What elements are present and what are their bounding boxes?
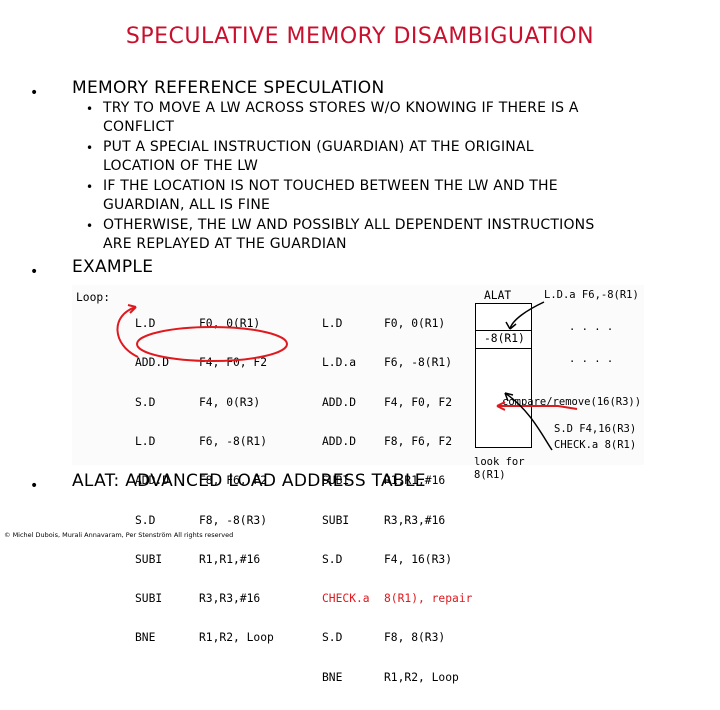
bullet-marker: •: [30, 478, 39, 494]
code-op: ADD.D: [322, 435, 357, 449]
alat-table: [475, 303, 532, 448]
bullet-marker: •: [86, 180, 94, 194]
check-arrow: [504, 392, 553, 451]
code-arg: R1,R1,#16: [384, 474, 446, 488]
compare-arrow-head: [496, 401, 506, 411]
code-arg: F0, 0(R1): [384, 317, 446, 331]
alat-entry: -8(R1): [484, 332, 525, 345]
code-arg: R1,R2, Loop: [199, 631, 274, 645]
alat-entry-slot: [476, 330, 531, 349]
code-op: BNE: [135, 631, 156, 645]
bullet-marker: •: [30, 85, 39, 101]
insert-arrow: [509, 301, 545, 330]
bullet-example: EXAMPLE: [72, 257, 154, 277]
code-arg: F4, 0(R3): [199, 395, 261, 409]
annotation-overlay: [116, 301, 578, 451]
bullet-marker: •: [86, 102, 94, 116]
code-arg: F8, F6, F2: [384, 435, 453, 449]
code-arg: F6, -8(R1): [384, 356, 453, 370]
insert-arrow-head: [505, 321, 517, 330]
sub-bullet-2: PUT A SPECIAL INSTRUCTION (GUARDIAN) AT …: [103, 139, 534, 174]
code-arg: F4, F0, F2: [384, 395, 453, 409]
check-annotation: CHECK.a 8(R1): [554, 439, 637, 451]
move-arrow-head: [127, 304, 137, 314]
copyright-footer: © Michel Dubois, Murali Annavaram, Per S…: [4, 531, 234, 539]
code-op: S.D: [135, 513, 156, 527]
bullet-alat: ALAT: ADVANCED LOAD ADDRESS TABLE: [72, 471, 426, 491]
code-op: L.D: [135, 435, 156, 449]
code-arg: F8, -8(R3): [199, 513, 268, 527]
bullet-marker: •: [86, 141, 94, 155]
code-arg: F4, 16(R3): [384, 552, 453, 566]
sd-annotation: S.D F4,16(R3): [554, 423, 637, 435]
bullet-memory-reference: MEMORY REFERENCE SPECULATION: [72, 78, 385, 98]
sub-bullet-1: TRY TO MOVE A LW ACROSS STORES W/O KNOWI…: [103, 100, 579, 135]
code-op: SUBI: [135, 592, 163, 606]
code-op: S.D: [322, 631, 343, 645]
lda-annotation: L.D.a F6,-8(R1): [544, 289, 639, 301]
move-arrow: [116, 306, 139, 358]
code-op: SUBI: [135, 552, 163, 566]
code-op: S.D: [322, 552, 343, 566]
code-arg: F8, F6, F2: [199, 474, 268, 488]
highlight-ellipse: [136, 326, 288, 362]
sub-bullet-4: OTHERWISE, THE LW AND POSSIBLY ALL DEPEN…: [103, 217, 595, 252]
code-op: L.D.a: [322, 356, 357, 370]
code-arg: F4, F0, F2: [199, 356, 268, 370]
dots-top: . . . .: [569, 321, 614, 333]
check-op: CHECK.a: [322, 592, 370, 606]
alat-label: ALAT: [484, 289, 512, 302]
code-op: SUBI: [322, 474, 350, 488]
slide-title: SPECULATIVE MEMORY DISAMBIGUATION: [125, 24, 595, 49]
bullet-marker: •: [86, 219, 94, 233]
example-figure: Loop: L.D ADD.D S.D L.D ADD.D S.D SUBI S…: [72, 285, 644, 684]
code-op: BNE: [322, 670, 343, 684]
code-op: ADD.D: [135, 474, 170, 488]
code-arg: F8, 8(R3): [384, 631, 446, 645]
sub-bullet-3: IF THE LOCATION IS NOT TOUCHED BETWEEN T…: [103, 178, 558, 213]
bullet-marker: •: [30, 264, 39, 280]
code-op: S.D: [135, 395, 156, 409]
code-op: L.D: [322, 317, 343, 331]
compare-arrow: [497, 405, 578, 410]
code-arg: R3,R3,#16: [199, 592, 261, 606]
code-arg: F6, -8(R1): [199, 435, 268, 449]
code-op: ADD.D: [322, 395, 357, 409]
code-op: SUBI: [322, 513, 350, 527]
dots-bottom: . . . .: [569, 353, 614, 365]
loop-label: Loop:: [76, 291, 111, 304]
code-arg: R3,R3,#16: [384, 513, 446, 527]
code-op: L.D: [135, 317, 156, 331]
code-arg: R1,R2, Loop: [384, 670, 459, 684]
code-arg: R1,R1,#16: [199, 552, 261, 566]
check-arg: 8(R1), repair: [384, 592, 473, 606]
code-op: ADD.D: [135, 356, 170, 370]
check-arrow-head: [504, 392, 514, 402]
